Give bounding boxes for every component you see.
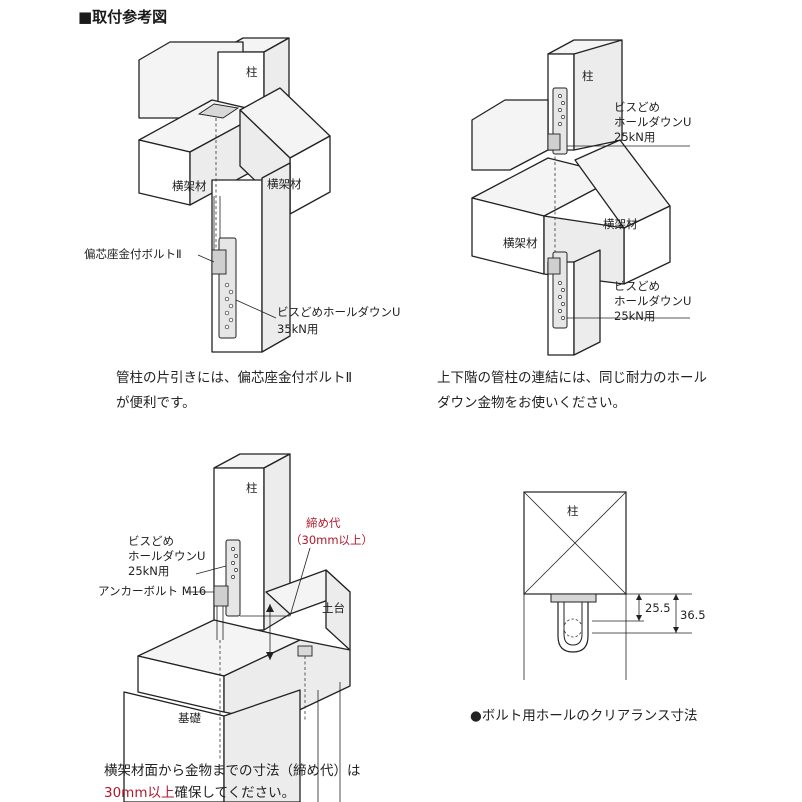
p2-upper-label-3: 25kN用 — [614, 130, 655, 144]
p3-hd-label-3: 25kN用 — [128, 564, 169, 578]
p3-caption-red: 30mm以上 — [104, 785, 174, 801]
p2-beam-right-label: 横架材 — [603, 217, 638, 231]
p3-foundation-label: 基礎 — [178, 711, 201, 725]
column-lower-side — [261, 162, 291, 353]
beam-left-front — [138, 139, 191, 206]
p2-column-label: 柱 — [582, 69, 594, 83]
p4-column-label: 柱 — [567, 504, 579, 518]
svg-text:30mm以上確保してください。: 30mm以上確保してください。 — [104, 785, 295, 801]
p1-holddown-label-1: ビスどめホールダウンU — [277, 305, 400, 319]
p4-dim-inner: 25.5 — [645, 601, 671, 615]
page-title: ■取付参考図 — [78, 8, 167, 26]
plate-screw-holes — [224, 282, 234, 330]
p3-caption-rest: 確保してください。 — [174, 785, 295, 801]
p2-upper-label-1: ビスどめ — [614, 100, 660, 114]
sill-side — [223, 639, 351, 723]
anchor-nut — [213, 585, 229, 607]
p2-lower-label-2: ホールダウンU — [614, 294, 691, 308]
p1-beam-left-label: 横架材 — [172, 179, 207, 193]
washer-block — [550, 593, 597, 603]
p2-upper-label-2: ホールダウンU — [614, 115, 691, 129]
beam-back — [471, 99, 549, 171]
bolt-clearance-circle — [563, 618, 583, 638]
panel-3-anchor-bolt: 柱 ビスどめ ホールダウンU 25kN用 アンカーボルト M16 締め代 （30… — [98, 453, 373, 802]
foundation-side — [223, 689, 301, 802]
p1-beam-right-label: 横架材 — [267, 177, 302, 191]
upper-column-side — [573, 39, 623, 151]
p1-caption-line1: 管柱の片引きには、偏芯座金付ボルトⅡ — [116, 370, 352, 386]
p2-beam-left-label: 横架材 — [503, 236, 538, 250]
p1-holddown-label-2: 35kN用 — [277, 322, 318, 336]
bolt-nut — [211, 249, 227, 275]
panel-2-upper-lower-connection: 柱 ビスどめ ホールダウンU 25kN用 横架材 横架材 ビスどめ ホールダウン… — [437, 39, 707, 411]
p1-caption-line2: が便利です。 — [116, 395, 196, 411]
p1-bolt-label: 偏芯座金付ボルトⅡ — [84, 247, 182, 261]
p2-caption-line1: 上下階の管柱の連結には、同じ耐力のホール — [437, 370, 707, 386]
p2-lower-label-3: 25kN用 — [614, 309, 655, 323]
p4-caption: ●ボルト用ホールのクリアランス寸法 — [470, 708, 698, 724]
panel-1-eccentric-bolt: 柱 横架材 横架材 偏芯座金付ボルトⅡ ビスどめホールダウンU 35kN用 管柱… — [84, 37, 400, 411]
foundation-front — [123, 691, 225, 802]
p3-caption-line1: 横架材面から金物までの寸法（締め代）は — [104, 762, 361, 779]
p1-column-label: 柱 — [246, 65, 258, 79]
p3-sill-label: 土台 — [322, 601, 345, 615]
panel-4-bolt-hole-clearance: 25.5 36.5 柱 ●ボルト用ホールのクリアランス寸法 — [470, 491, 706, 724]
washer-plate — [197, 103, 240, 119]
p3-hd-label-2: ホールダウンU — [128, 549, 205, 563]
p2-caption-line2: ダウン金物をお使いください。 — [437, 394, 626, 411]
p3-margin-label-2: （30mm以上） — [290, 533, 373, 547]
p3-column-label: 柱 — [246, 481, 258, 495]
p3-anchor-label: アンカーボルト M16 — [98, 584, 206, 598]
p3-margin-label-1: 締め代 — [306, 516, 341, 530]
u-shaped-hole — [557, 602, 589, 653]
lower-column-side — [573, 249, 601, 356]
p4-dim-outer: 36.5 — [680, 608, 706, 622]
p3-hd-label-1: ビスどめ — [128, 534, 174, 548]
p2-lower-label-1: ビスどめ — [614, 279, 660, 293]
